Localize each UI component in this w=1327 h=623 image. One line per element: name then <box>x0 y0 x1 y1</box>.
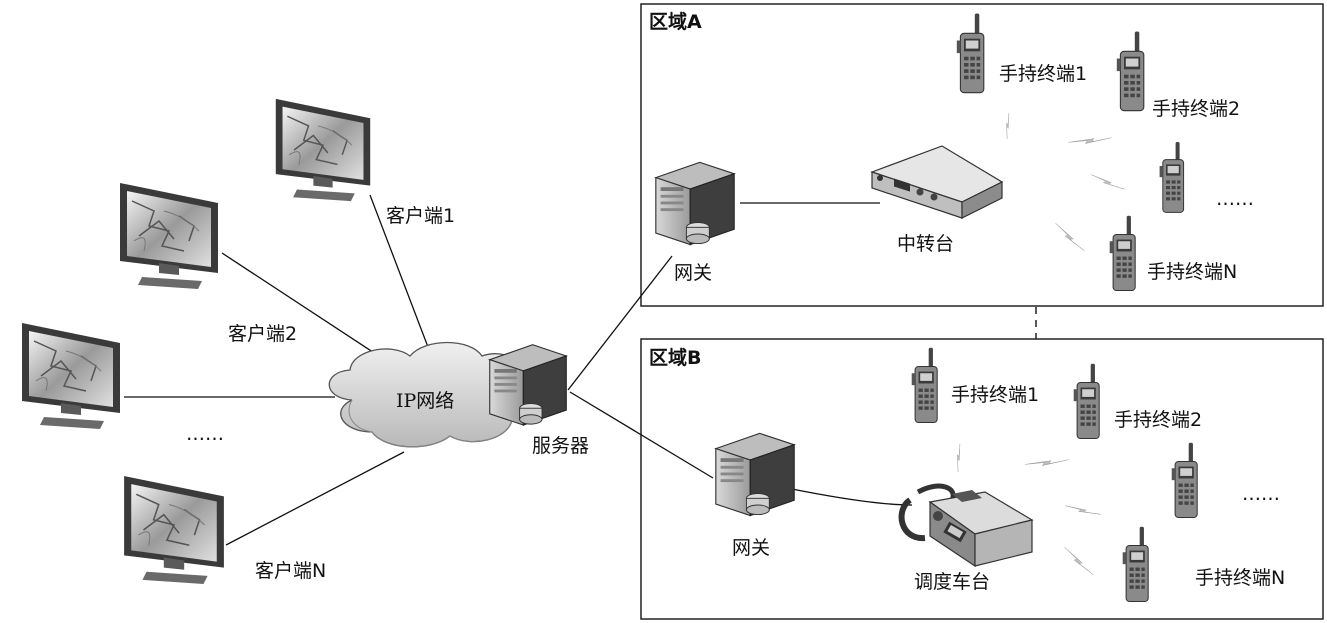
dispatch-label: 调度车台 <box>914 571 990 593</box>
handset-radio-icon <box>1122 526 1149 603</box>
client-label-1: 客户端1 <box>386 205 455 227</box>
server-label: 服务器 <box>532 435 589 457</box>
wireless-signal-icon <box>1058 546 1100 576</box>
client-label-n: 客户端N <box>255 560 326 582</box>
monitor-icon <box>119 182 219 290</box>
handset-radio-icon <box>1109 215 1136 292</box>
handset-radio-icon <box>956 12 985 94</box>
region-b-gateway-label: 网关 <box>732 537 770 559</box>
server-icon <box>715 432 795 517</box>
wireless-signal-icon <box>1049 222 1091 252</box>
wireless-signal-icon <box>948 443 970 473</box>
monitor-icon <box>123 475 225 585</box>
cloud-label: IP网络 <box>396 390 454 412</box>
monitor-icon <box>275 98 371 202</box>
client-label-2: 客户端2 <box>228 323 297 345</box>
wireless-signal-icon <box>1065 499 1101 521</box>
region-b-handset-n: 手持终端N <box>1195 567 1285 589</box>
wireless-signal-icon <box>1068 122 1112 158</box>
region-a-box <box>640 3 1324 307</box>
wireless-signal-icon <box>1091 174 1125 190</box>
region-a-handset-more: …… <box>1216 188 1254 210</box>
client-label-more: …… <box>186 423 224 445</box>
dispatch-radio-icon <box>898 483 1034 568</box>
handset-radio-icon <box>911 347 938 424</box>
region-a-title: 区域A <box>649 10 702 33</box>
server-icon <box>655 161 735 246</box>
server-icon <box>489 344 567 426</box>
handset-radio-icon <box>1171 442 1198 519</box>
region-a-handset-1: 手持终端1 <box>999 63 1087 85</box>
region-b-handset-more: …… <box>1242 483 1280 505</box>
region-a-handset-2: 手持终端2 <box>1152 98 1240 120</box>
wireless-signal-icon <box>998 112 1018 140</box>
handset-radio-icon <box>1073 363 1100 440</box>
region-b-handset-1: 手持终端1 <box>951 384 1039 406</box>
handset-radio-icon <box>1116 30 1145 112</box>
repeater-label: 中转台 <box>897 233 954 255</box>
connection-lines <box>124 194 913 546</box>
region-a-handset-n: 手持终端N <box>1147 261 1237 283</box>
handset-radio-icon <box>1159 141 1185 213</box>
region-a-gateway-label: 网关 <box>674 262 712 284</box>
region-b-title: 区域B <box>649 346 701 369</box>
region-b-box <box>640 338 1324 620</box>
region-b-handset-2: 手持终端2 <box>1114 409 1202 431</box>
monitor-icon <box>21 322 121 430</box>
wireless-signal-icon <box>1025 444 1069 480</box>
repeater-icon <box>870 145 1004 219</box>
